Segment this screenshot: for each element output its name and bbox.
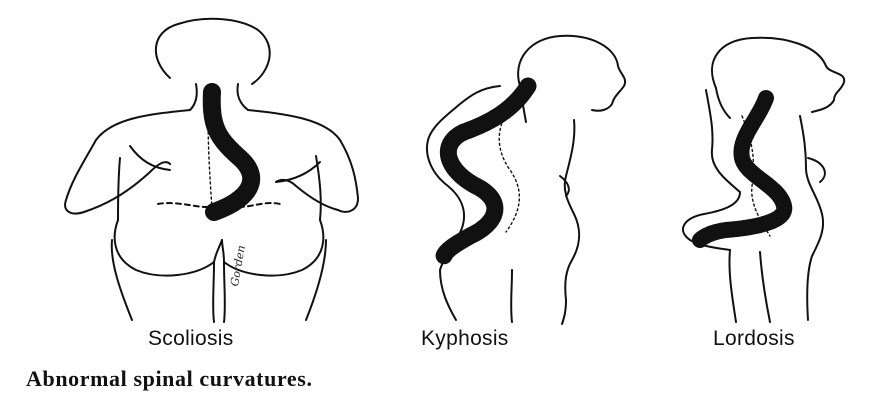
scoliosis-body-outline [65,19,358,322]
figure-caption: Abnormal spinal curvatures. [26,366,313,392]
scoliosis-spine [212,92,251,212]
label-kyphosis: Kyphosis [421,327,509,351]
label-scoliosis: Scoliosis [148,327,234,351]
kyphosis-spine [444,86,528,256]
lordosis-spine [700,98,784,240]
label-lordosis: Lordosis [713,327,795,351]
